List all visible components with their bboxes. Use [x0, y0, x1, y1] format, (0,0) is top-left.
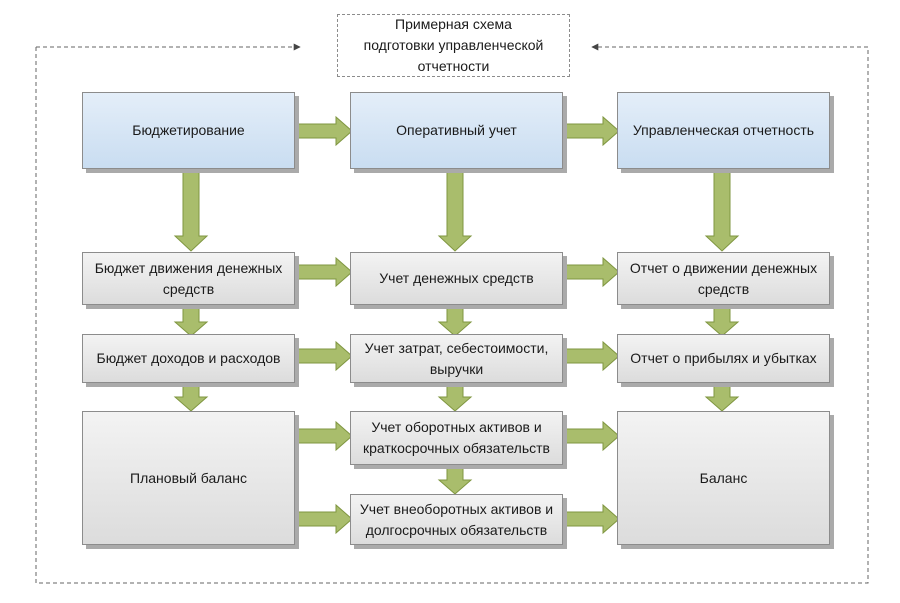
diagram-title: Примерная схема подготовки управленческо…: [337, 14, 570, 77]
cash-flow-budget-box: Бюджет движения денежных средств: [82, 252, 295, 305]
cash-accounting-label: Учет денежных средств: [379, 270, 534, 286]
arrow-budgeting-down: [173, 169, 209, 252]
current-assets-line-2: краткосрочных обязательств: [363, 440, 550, 456]
management-reporting-box: Управленческая отчетность: [617, 92, 830, 169]
arrow-cash-accounting-to-cash-report: [564, 256, 620, 288]
arrow-cost-accounting-down: [437, 384, 473, 412]
arrow-cost-accounting-to-pnl: [564, 340, 620, 372]
arrow-cash-report-down: [704, 306, 740, 337]
arrow-current-assets-to-balance: [564, 420, 620, 452]
arrow-cash-accounting-down: [437, 306, 473, 337]
arrow-plan-balance-to-noncurrent-assets: [296, 503, 353, 535]
arrow-income-budget-down: [173, 384, 209, 412]
title-line-3: отчетности: [417, 58, 490, 74]
budgeting-box: Бюджетирование: [82, 92, 295, 169]
cash-flow-report-line-1: Отчет о движении денежных: [629, 259, 818, 276]
cash-flow-report-line-2: средств: [697, 280, 750, 297]
cash-flow-budget-line-1: Бюджет движения денежных: [94, 259, 283, 276]
income-expense-budget-label: Бюджет доходов и расходов: [96, 350, 281, 366]
arrow-reporting-down: [704, 169, 740, 252]
profit-loss-report-box: Отчет о прибылях и убытках: [617, 334, 830, 383]
planned-balance-label: Плановый баланс: [130, 469, 247, 486]
income-expense-budget-box: Бюджет доходов и расходов: [82, 334, 295, 383]
management-reporting-label: Управленческая отчетность: [632, 122, 815, 138]
balance-label: Баланс: [699, 469, 748, 486]
cost-accounting-line-1: Учет затрат, себестоимости,: [364, 339, 549, 356]
noncurrent-assets-accounting-box: Учет внеоборотных активов и долгосрочных…: [350, 494, 563, 545]
arrow-pnl-down: [704, 384, 740, 412]
cash-flow-report-box: Отчет о движении денежных средств: [617, 252, 830, 305]
planned-balance-box: Плановый баланс: [82, 411, 295, 545]
operational-accounting-box: Оперативный учет: [350, 92, 563, 169]
balance-box: Баланс: [617, 411, 830, 545]
arrow-cash-budget-down: [173, 306, 209, 337]
arrow-noncurrent-assets-to-balance: [564, 503, 620, 535]
title-line-2: подготовки управленческой: [363, 37, 544, 53]
current-assets-accounting-box: Учет оборотных активов и краткосрочных о…: [350, 411, 563, 465]
noncurrent-assets-line-2: долгосрочных обязательств: [365, 521, 548, 538]
cash-flow-budget-line-2: средств: [162, 280, 215, 297]
cost-accounting-line-2: выручки: [429, 360, 484, 377]
arrow-current-to-noncurrent-down: [437, 466, 473, 495]
arrow-operational-down: [437, 169, 473, 252]
profit-loss-report-label: Отчет о прибылях и убытках: [630, 350, 817, 366]
arrow-budgeting-to-operational: [296, 115, 353, 147]
title-line-1: Примерная схема: [395, 16, 512, 32]
arrow-cash-budget-to-cash-accounting: [296, 256, 353, 288]
operational-accounting-label: Оперативный учет: [396, 122, 517, 138]
arrow-income-budget-to-cost-accounting: [296, 340, 353, 372]
arrow-operational-to-reporting: [564, 115, 620, 147]
current-assets-line-1: Учет оборотных активов и: [371, 419, 542, 435]
budgeting-label: Бюджетирование: [132, 122, 245, 138]
outer-dashed-frame: [35, 43, 869, 584]
cost-accounting-box: Учет затрат, себестоимости, выручки: [350, 334, 563, 383]
cash-accounting-box: Учет денежных средств: [350, 252, 563, 305]
arrow-plan-balance-to-current-assets: [296, 420, 353, 452]
noncurrent-assets-line-1: Учет внеоборотных активов и: [359, 500, 554, 517]
